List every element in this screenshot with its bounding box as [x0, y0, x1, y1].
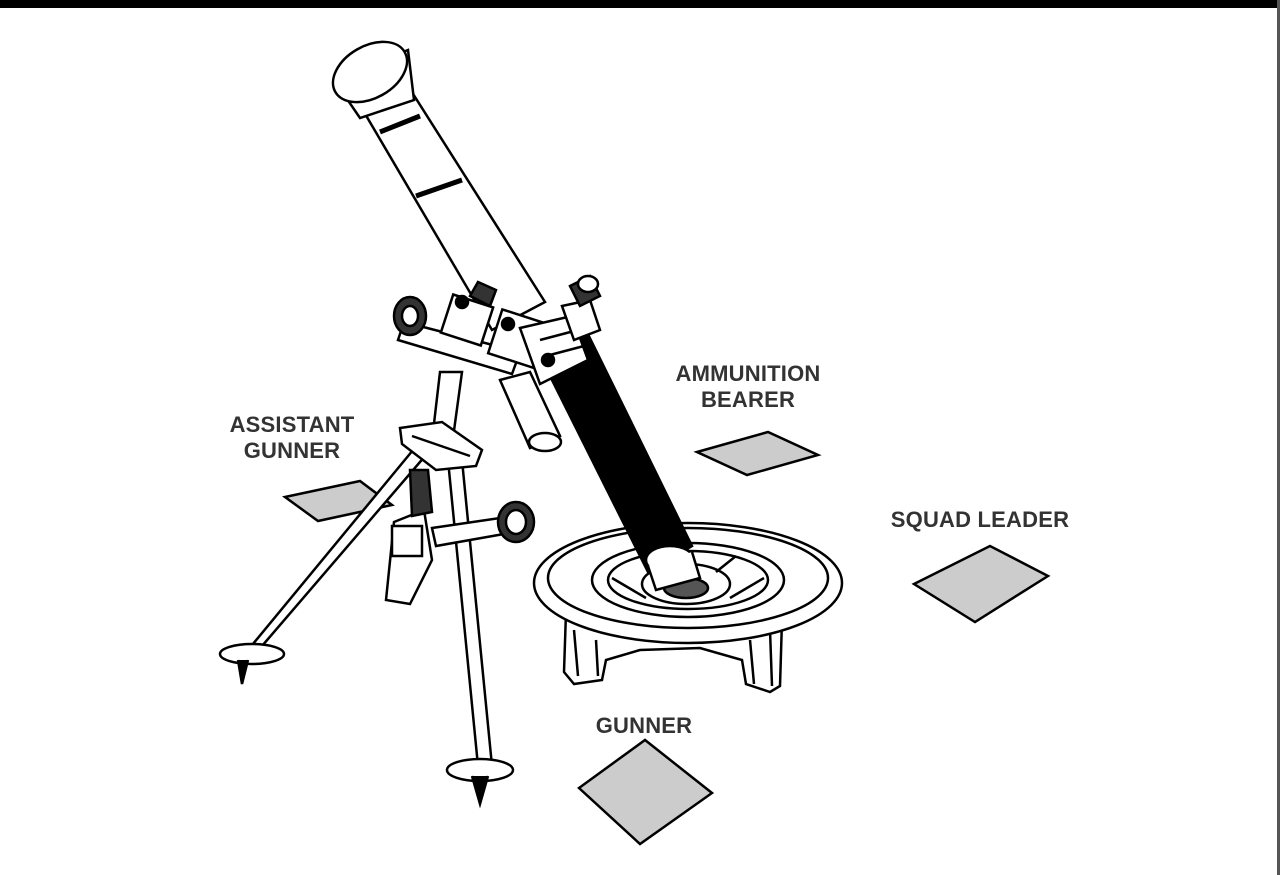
assistant-gunner-position-marker: [281, 479, 395, 523]
bipod: [218, 370, 536, 809]
squad-leader-position-marker: [911, 544, 1051, 624]
squad-leader-label-text: SQUAD LEADER: [890, 507, 1070, 532]
assistant-gunner-label-line-1: ASSISTANT: [229, 412, 355, 437]
gunner-label: GUNNER: [588, 713, 700, 739]
mortar-tube: [331, 40, 702, 592]
ammunition-bearer-position-marker: [693, 430, 822, 477]
sight-mount-assembly: [392, 274, 602, 453]
right-frame-border: [1277, 0, 1280, 875]
gunner-label-text: GUNNER: [595, 713, 693, 738]
squad-leader-label: SQUAD LEADER: [880, 507, 1080, 533]
ammunition-bearer-label-line-1: AMMUNITION: [675, 361, 821, 386]
top-frame-border: [0, 0, 1280, 8]
assistant-gunner-label: ASSISTANT GUNNER: [222, 412, 362, 464]
ammunition-bearer-label: AMMUNITION BEARER: [666, 361, 830, 413]
assistant-gunner-label-line-2: GUNNER: [243, 438, 341, 463]
gunner-position-marker: [577, 738, 715, 846]
ammunition-bearer-label-line-2: BEARER: [700, 387, 796, 412]
